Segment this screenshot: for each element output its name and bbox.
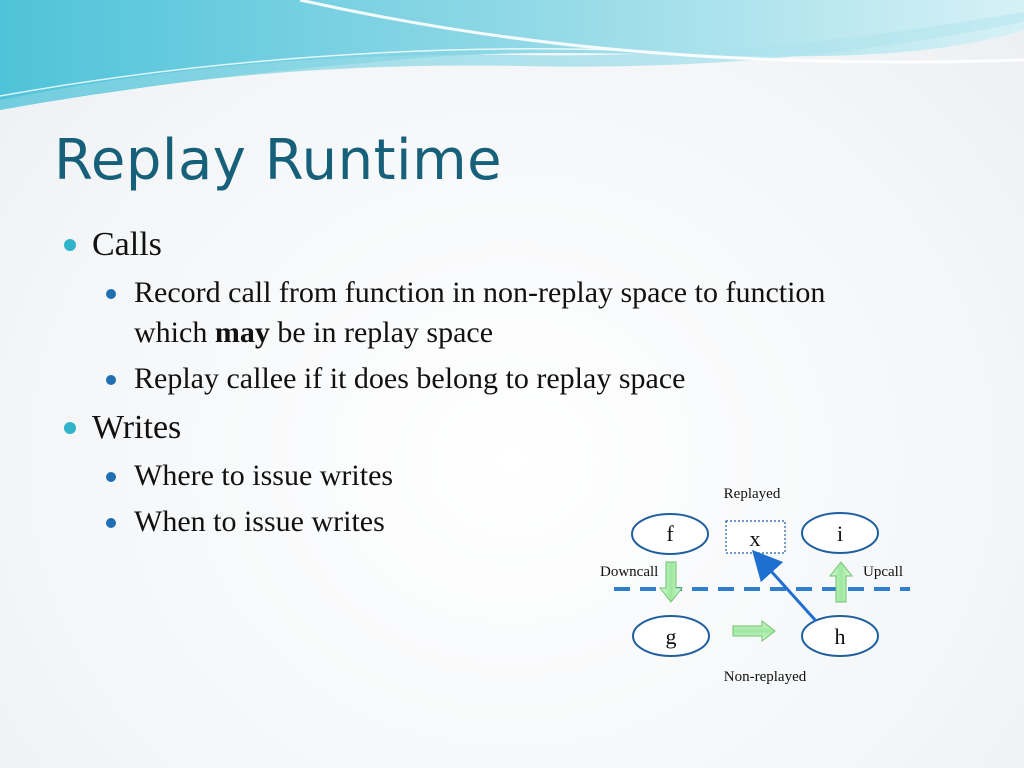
node-h-label: h xyxy=(835,624,846,649)
diagram-svg: Replayed f x i Downcall Upcall g h Non-r… xyxy=(600,486,910,685)
node-h xyxy=(801,615,879,657)
label-upcall: Upcall xyxy=(863,564,903,580)
sub-bullet-replay-callee: Replay callee if it does belong to repla… xyxy=(106,359,882,399)
bullet-dot-icon xyxy=(64,422,76,434)
label-nonreplayed: Non-replayed xyxy=(724,669,807,685)
node-f xyxy=(631,513,709,555)
node-x-box xyxy=(725,520,786,554)
write-arrow-icon xyxy=(751,549,818,623)
bullet-writes: Writes xyxy=(62,405,882,451)
label-replayed: Replayed xyxy=(724,486,781,502)
sub-bullet-when-writes-text: When to issue writes xyxy=(134,505,385,538)
node-i xyxy=(801,512,879,554)
node-g xyxy=(632,615,710,657)
bullet-list: Calls Record call from function in non-r… xyxy=(62,222,882,548)
replay-space-diagram: Replayed f x i Downcall Upcall g h Non-r… xyxy=(590,478,920,693)
node-g-label: g xyxy=(666,624,677,649)
node-f-label: f xyxy=(666,521,674,546)
sub-bullet-replay-callee-text: Replay callee if it does belong to repla… xyxy=(134,362,686,395)
upcall-arrow-icon xyxy=(828,561,854,603)
sub-bullet-record-call: Record call from function in non-replay … xyxy=(106,273,882,353)
sub-bullet-record-bold: may xyxy=(214,316,270,349)
label-downcall: Downcall xyxy=(600,564,658,580)
bullet-calls-text: Calls xyxy=(92,226,162,263)
sub-bullet-dot-icon xyxy=(106,289,116,299)
sub-bullet-where-writes-text: Where to issue writes xyxy=(134,459,394,492)
sub-bullet-where-writes: Where to issue writes xyxy=(106,456,882,496)
call-arrow-icon xyxy=(732,619,776,643)
sub-bullet-dot-icon xyxy=(106,518,116,528)
bullet-writes-text: Writes xyxy=(92,409,182,446)
slide-title: Replay Runtime xyxy=(54,128,503,193)
sub-bullet-record-before: Record call from function in non-replay … xyxy=(134,276,826,349)
bullet-dot-icon xyxy=(64,239,76,251)
header-wave-decoration xyxy=(0,0,1024,110)
downcall-arrow-icon xyxy=(658,561,684,603)
sub-bullet-dot-icon xyxy=(106,375,116,385)
node-x-label: x xyxy=(750,526,761,551)
sub-bullet-when-writes: When to issue writes xyxy=(106,502,882,542)
bullet-calls: Calls xyxy=(62,222,882,268)
node-i-label: i xyxy=(837,521,843,546)
sub-bullet-record-after: be in replay space xyxy=(269,316,494,349)
sub-bullet-dot-icon xyxy=(106,472,116,482)
